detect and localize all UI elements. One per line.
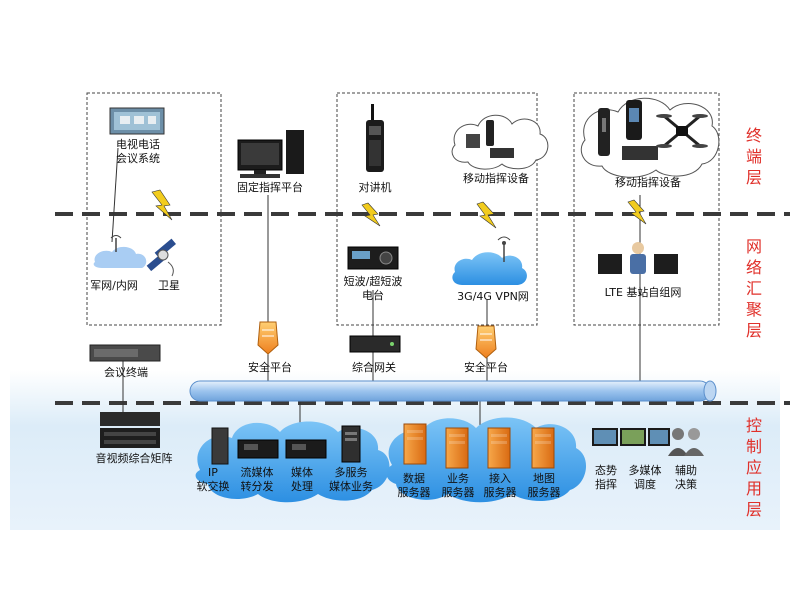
situation-screens-icon: [592, 428, 670, 446]
ip-switch-icon: [211, 427, 229, 465]
label-mobile-cmd-1: 移动指挥设备: [463, 172, 529, 185]
satellite-icon: [146, 238, 176, 277]
mobile-cmd-devices-icon: [466, 120, 514, 158]
label-shortwave: 短波/超短波 电台: [343, 275, 403, 302]
fixed-cmd-pc-icon: [237, 130, 304, 178]
label-fixed-cmd: 固定指挥平台: [237, 181, 303, 194]
cloud-mobile-cmd: [451, 114, 549, 170]
label-gateway: 综合网关: [352, 361, 396, 374]
lte-base-station-icon: [598, 242, 678, 274]
gateway-icon: [349, 335, 401, 353]
label-conf-terminal: 会议终端: [104, 366, 148, 379]
label-military-net: 军网/内网: [90, 279, 138, 292]
dash-box-right: [573, 92, 720, 326]
label-multimedia: 多媒体 调度: [628, 464, 662, 491]
decision-people-icon: [668, 428, 704, 456]
cloud-mobile-cmd-2: [580, 97, 720, 178]
conf-terminal-icon: [89, 344, 161, 362]
lightning-lte-icon: [627, 199, 647, 225]
videoconf-screen-icon: [109, 107, 165, 135]
cloud-military: [93, 246, 147, 268]
lightning-walkie-icon: [361, 202, 381, 227]
av-matrix-icon: [100, 412, 160, 448]
map-server-icon: [531, 427, 555, 469]
label-mobile-cmd-2: 移动指挥设备: [615, 176, 681, 189]
label-security-1: 安全平台: [248, 361, 292, 374]
media-proc-icon: [285, 439, 327, 459]
data-server-icon: [403, 423, 427, 465]
layer-title-terminal: 终端层: [745, 126, 762, 187]
label-situation: 态势 指挥: [595, 464, 617, 491]
network-bus: [189, 380, 717, 402]
multi-service-icon: [341, 425, 361, 463]
security-shield-2-icon: [475, 325, 497, 359]
biz-server-icon: [445, 427, 469, 469]
security-shield-1-icon: [257, 321, 279, 355]
label-stream-forward: 流媒体 转分发: [240, 466, 274, 493]
dash-box-middle: [336, 92, 538, 326]
shortwave-radio-icon: [347, 246, 399, 270]
walkie-talkie-icon: [366, 104, 384, 172]
label-lte: LTE 基站自组网: [604, 286, 682, 299]
label-data-server: 数据 服务器: [397, 472, 431, 499]
stream-forward-icon: [237, 439, 279, 459]
antenna-vpn-icon: [497, 236, 511, 262]
antenna-military-icon: [110, 235, 122, 252]
drone-icon: [656, 114, 708, 148]
label-decision: 辅助 决策: [675, 464, 697, 491]
label-media-proc: 媒体 处理: [291, 466, 313, 493]
cloud-vpn: [452, 252, 527, 285]
link-videoconf-military: [111, 147, 119, 243]
label-av-matrix: 音视频综合矩阵: [95, 452, 173, 465]
label-satellite: 卫星: [158, 279, 180, 292]
label-vpn: 3G/4G VPN网: [457, 290, 529, 303]
label-multi-service: 多服务 媒体业务: [329, 466, 373, 493]
label-map-server: 地图 服务器: [527, 472, 561, 499]
label-biz-server: 业务 服务器: [441, 472, 475, 499]
label-walkie: 对讲机: [358, 181, 392, 194]
lightning-mobile-icon: [476, 201, 497, 229]
label-video-conf: 电视电话 会议系统: [116, 138, 160, 165]
label-access-server: 接入 服务器: [483, 472, 517, 499]
dash-box-left: [86, 92, 222, 326]
layer-title-network: 网络汇聚层: [745, 237, 762, 340]
mobile-cmd-devices-2-icon: [598, 100, 708, 160]
lightning-satellite-icon: [151, 189, 173, 221]
label-ip-switch: IP 软交换: [196, 466, 230, 493]
access-server-icon: [487, 427, 511, 469]
label-security-2: 安全平台: [464, 361, 508, 374]
layer-title-control: 控制应用层: [745, 416, 762, 519]
